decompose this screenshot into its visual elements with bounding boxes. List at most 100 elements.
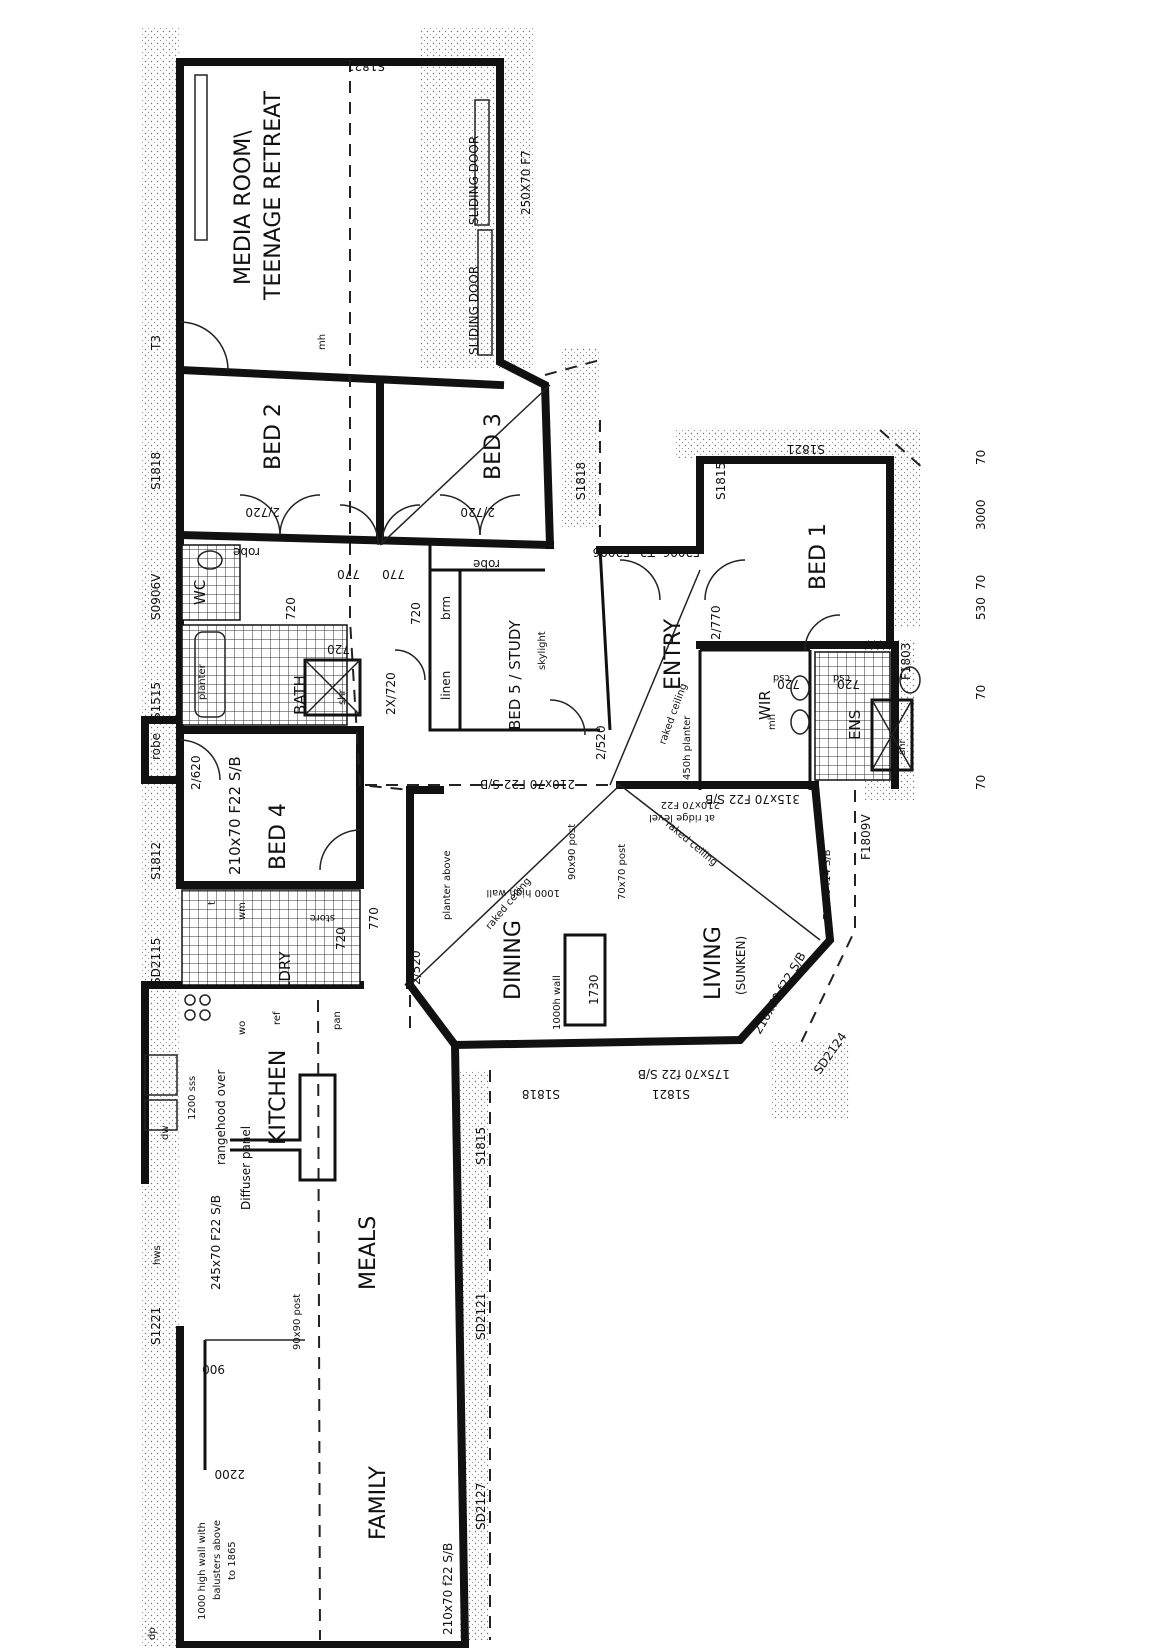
door-swings bbox=[179, 321, 841, 871]
room-bed1-label: BED 1 bbox=[806, 523, 831, 590]
tiled-areas bbox=[181, 544, 891, 986]
door-720-i: 720 bbox=[334, 927, 348, 950]
room-bed5-label: BED 5 / STUDY bbox=[506, 619, 524, 730]
note-fridge: ref bbox=[272, 1011, 283, 1025]
note-downpipe: dp bbox=[147, 1627, 158, 1640]
door-2-520-a: 2/520 bbox=[594, 725, 608, 760]
room-ldry-label: LDRY bbox=[276, 951, 294, 990]
dim-70-a: 70 bbox=[974, 450, 988, 465]
note-beam-210-a: 210x70 F22 bbox=[661, 799, 720, 810]
note-manhole-2: mh bbox=[767, 714, 778, 730]
note-planter: planter bbox=[197, 663, 208, 700]
window-s1515: S1515 bbox=[149, 682, 163, 720]
door-720-g: 720 bbox=[777, 677, 800, 691]
note-beam-315: 315x70 F22 S/B bbox=[705, 792, 800, 806]
window-s1221: S1221 bbox=[149, 1307, 163, 1345]
room-dining-label: DINING bbox=[501, 920, 526, 1000]
note-dishwasher: dw bbox=[160, 1125, 171, 1140]
room-labels: MEDIA ROOM\ TEENAGE RETREAT BED 2 BED 3 … bbox=[191, 91, 864, 1540]
note-washing-machine: wm bbox=[237, 902, 248, 920]
note-raked-ceiling-3: raked ceiling bbox=[663, 819, 719, 869]
room-meals-label: MEALS bbox=[356, 1216, 381, 1290]
door-2-720-a: 2/720 bbox=[245, 505, 280, 519]
door-720-c: 720 bbox=[284, 597, 298, 620]
note-rangehood: rangehood over bbox=[214, 1070, 228, 1165]
door-2-720-b: 2/720 bbox=[460, 505, 495, 519]
room-wir-label: WIR bbox=[756, 690, 774, 720]
note-beam-175: 175x70 f22 S/B bbox=[638, 1067, 730, 1081]
note-beam-210-e: 210x70 f22 S/B bbox=[441, 1543, 455, 1635]
room-bed4-label: BED 4 bbox=[266, 803, 291, 870]
note-linen: linen bbox=[439, 671, 453, 700]
note-beam-f7: 250X70 F7 bbox=[519, 150, 533, 215]
dim-3000: 3000 bbox=[974, 499, 988, 530]
note-wall-oven: wo bbox=[237, 1021, 248, 1035]
window-s0906v: S0906V bbox=[149, 573, 163, 620]
note-diffuser: Diffuser panel bbox=[239, 1126, 253, 1210]
note-sliding-door-1: SLIDING DOOR bbox=[467, 136, 481, 225]
room-wc-label: WC bbox=[191, 580, 209, 605]
note-wall-1000: 1000 high wall bbox=[487, 887, 560, 898]
note-beam-245: 245x70 F22 S/B bbox=[209, 1195, 223, 1290]
dim-900: 900 bbox=[202, 1362, 225, 1376]
door-f2006-b: F2006 bbox=[663, 545, 700, 559]
exterior-walls bbox=[141, 58, 899, 1648]
note-beam-f14: 70x70 f14 S/B bbox=[822, 849, 833, 920]
note-post-90-a: 90x90 post bbox=[567, 824, 578, 880]
door-720-e: 720 bbox=[409, 602, 423, 625]
note-planter-above: planter above bbox=[442, 850, 453, 920]
room-ens-label: ENS bbox=[846, 710, 864, 740]
fixtures bbox=[144, 74, 921, 1470]
note-sink: 1200 sss bbox=[187, 1076, 198, 1120]
note-brm: brm bbox=[439, 596, 453, 620]
dim-530: 530 bbox=[974, 597, 988, 620]
note-store: store bbox=[310, 912, 335, 923]
window-f1803: F1803 bbox=[899, 643, 913, 680]
room-media-label: MEDIA ROOM\ bbox=[231, 130, 256, 285]
window-s1818-bed3: S1818 bbox=[574, 462, 588, 500]
note-robe-3: robe bbox=[149, 733, 163, 760]
note-family-wall-2: balusters above bbox=[212, 1520, 223, 1600]
room-bath-label: BATH bbox=[291, 675, 309, 715]
room-entry-label: ENTRY bbox=[661, 618, 686, 690]
note-tub: t bbox=[207, 901, 218, 905]
note-wall-1000h: 1000h wall bbox=[552, 975, 563, 1030]
window-s1821-bed1: S1821 bbox=[787, 442, 825, 456]
door-770-b: 770 bbox=[382, 567, 405, 581]
note-sliding-door-2: SLIDING DOOR bbox=[467, 266, 481, 355]
room-kitchen-label: KITCHEN bbox=[266, 1050, 291, 1145]
note-cavity-slider-2: csd bbox=[833, 672, 850, 683]
window-s1818-dining: S1818 bbox=[522, 1087, 560, 1101]
note-family-wall-3: to 1865 bbox=[227, 1541, 238, 1580]
dim-70-d: 70 bbox=[974, 775, 988, 790]
note-robe-2: robe bbox=[473, 557, 500, 571]
door-770-a: 770 bbox=[337, 567, 360, 581]
note-cavity-slider-1: csd bbox=[773, 672, 790, 683]
room-living-label: LIVING bbox=[701, 926, 726, 1000]
ceiling-lines bbox=[379, 359, 926, 986]
note-beam-210-b: 210x70 F22 S/B bbox=[480, 777, 575, 791]
room-media-sublabel: TEENAGE RETREAT bbox=[261, 91, 286, 301]
note-skylight: skylight bbox=[537, 631, 548, 670]
window-f1809v: F1809V bbox=[859, 814, 873, 860]
door-f2006-a: F2006 bbox=[593, 545, 630, 559]
door-720-h: 720 bbox=[837, 677, 860, 691]
window-t3-a: T3 bbox=[149, 335, 163, 351]
door-720-d: 720 bbox=[327, 642, 350, 656]
note-ridge-level: at ridge level bbox=[649, 812, 715, 823]
window-s1812: S1812 bbox=[149, 842, 163, 880]
window-sd2121: SD2121 bbox=[474, 1293, 488, 1340]
door-labels: 2/720 2/720 770 770 720 720 720 2X/720 2… bbox=[189, 505, 860, 985]
note-beam-210-c: 210x70 F22 S/B bbox=[226, 756, 244, 875]
note-robe-1: robe bbox=[233, 545, 260, 559]
note-manhole-1: mh bbox=[317, 334, 328, 350]
dim-2200: 2200 bbox=[214, 1467, 245, 1481]
note-post-70: 70x70 post bbox=[617, 844, 628, 900]
note-shower-1: shr bbox=[337, 688, 348, 705]
room-family-label: FAMILY bbox=[366, 1466, 391, 1540]
site-stipple bbox=[140, 28, 920, 1648]
window-sd2127: SD2127 bbox=[474, 1483, 488, 1530]
room-living-sublabel: (SUNKEN) bbox=[734, 936, 748, 995]
note-shower-2: shr bbox=[897, 738, 908, 755]
